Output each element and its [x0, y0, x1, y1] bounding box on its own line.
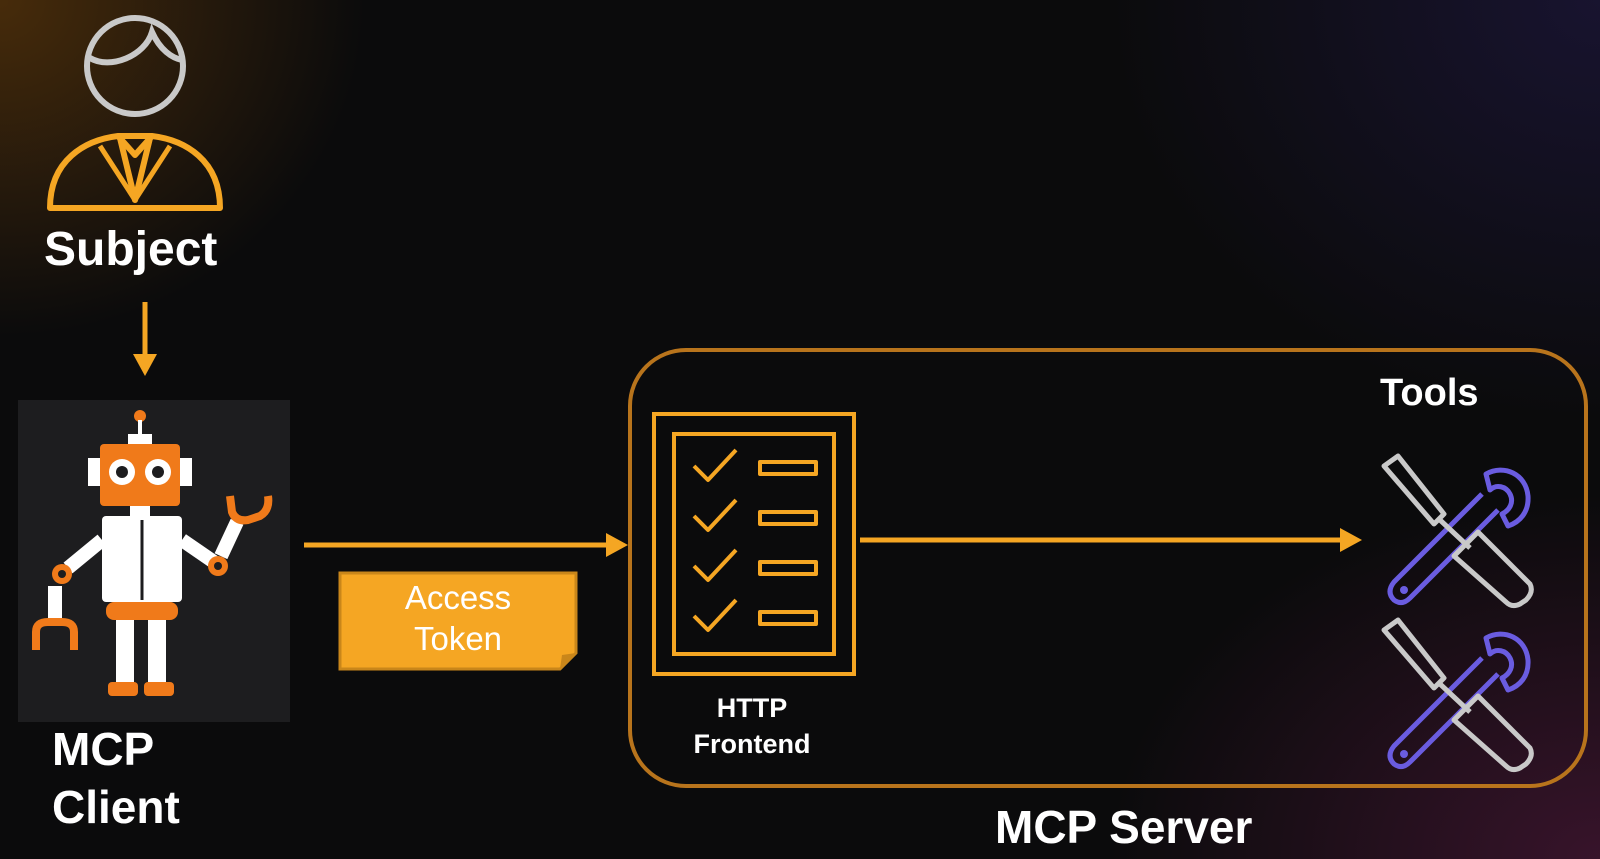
access-token-line1: Access — [404, 579, 512, 616]
checklist-icon — [652, 412, 856, 676]
access-token-note: Access Token — [338, 571, 582, 671]
arrow-frontend-to-tools — [860, 528, 1362, 552]
robot-icon — [32, 410, 273, 696]
http-frontend-line2: Frontend — [693, 729, 811, 759]
http-frontend-label: HTTP Frontend — [652, 690, 852, 762]
arrow-client-to-frontend — [304, 533, 628, 557]
mcp-server-container — [628, 348, 1588, 788]
tools-label: Tools — [1380, 372, 1479, 414]
tools-icon — [1381, 453, 1534, 773]
mcp-client-label-line1: MCP — [52, 723, 155, 775]
subject-label: Subject — [44, 223, 218, 276]
person-icon — [47, 15, 223, 211]
http-frontend-line1: HTTP — [716, 693, 788, 723]
note-icon — [338, 571, 578, 671]
mcp-client-label: MCP Client — [52, 720, 180, 836]
arrow-subject-to-client — [133, 302, 157, 376]
mcp-client-label-line2: Client — [52, 781, 180, 833]
access-token-line2: Token — [413, 620, 503, 657]
access-token-label: Access Token — [338, 571, 578, 671]
mcp-server-label: MCP Server — [995, 801, 1253, 853]
